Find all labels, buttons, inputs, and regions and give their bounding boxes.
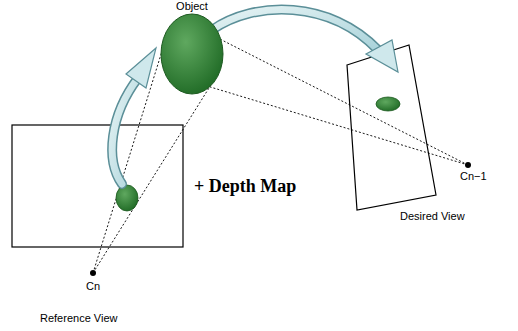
object-shape — [150, 0, 234, 96]
object-node: Object — [150, 0, 234, 96]
curved-arrow — [212, 10, 398, 72]
camera-name: Cn−1 — [460, 170, 487, 182]
object-label: Object — [150, 0, 234, 12]
annotation: + Depth Map — [194, 176, 296, 197]
view-name: Desired View — [400, 210, 465, 222]
curved-arrow — [112, 48, 156, 184]
projected-object — [116, 185, 138, 211]
camera-center — [465, 162, 471, 168]
projected-object — [376, 97, 400, 111]
reference-plane — [12, 125, 183, 247]
desired-plane — [347, 45, 436, 210]
camera-center — [90, 270, 96, 276]
projection-rays — [93, 33, 468, 273]
view-name: Reference View — [40, 312, 117, 324]
camera-name: Cn — [86, 280, 100, 292]
